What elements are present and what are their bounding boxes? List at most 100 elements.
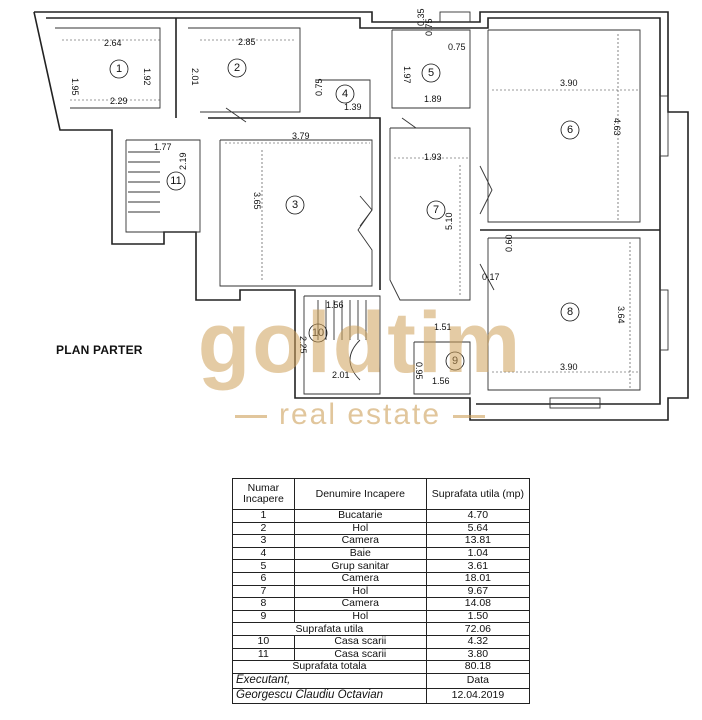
cell-name: Grup sanitar (293, 559, 427, 573)
cell-area: 3.80 (425, 647, 531, 662)
dim-label: 2.85 (238, 37, 256, 47)
cell-name: Casa scarii (293, 647, 427, 662)
cell-num: 6 (232, 571, 295, 586)
cell-area: 1.50 (425, 609, 531, 624)
dim-label: 2.64 (104, 38, 122, 48)
room-number: 8 (567, 306, 573, 318)
dim-label: 0.35 (416, 8, 426, 26)
dim-label: 0.95 (414, 362, 424, 380)
dim-label: 0.60 (504, 234, 514, 252)
cell-area: 5.64 (425, 521, 531, 536)
dim-label: 0.75 (314, 78, 324, 96)
dim-label: 2.25 (298, 336, 308, 354)
cell-area: 9.67 (425, 584, 531, 599)
dim-label: 0.17 (482, 272, 500, 282)
cell-num: 9 (232, 609, 295, 624)
cell-name: Baie (293, 546, 427, 561)
room-number: 1 (116, 63, 122, 75)
cell-num: 11 (232, 647, 295, 662)
room-number: 5 (428, 67, 434, 79)
dim-label: 0.75 (424, 18, 434, 36)
room-number: 6 (567, 124, 573, 136)
dim-label: 2.19 (178, 152, 188, 170)
cell-num: 7 (232, 584, 295, 599)
dim-label: 0.75 (448, 42, 466, 52)
dim-label: 4.63 (612, 118, 622, 136)
dim-label: 1.51 (434, 322, 452, 332)
dim-label: 3.64 (616, 306, 626, 324)
cell-num: 2 (232, 521, 295, 536)
dim-label: 1.77 (154, 142, 172, 152)
room-number: 3 (292, 199, 298, 211)
room-number: 11 (170, 175, 181, 187)
header-num: Numar Incapere (232, 478, 295, 510)
cell-area: 4.32 (425, 634, 531, 649)
cell-area: 14.08 (425, 597, 531, 611)
room-number: 2 (234, 62, 240, 74)
dim-label: 2.01 (332, 370, 350, 380)
room-number: 9 (452, 355, 458, 367)
room-number: 7 (433, 204, 439, 216)
cell-name: Hol (293, 521, 427, 536)
plan-title: PLAN PARTER (56, 343, 143, 357)
cell-area: 18.01 (425, 571, 531, 586)
header-name: Denumire Incapere (293, 478, 427, 510)
room-area-table: Numar Incapere Denumire Incapere Suprafa… (232, 478, 531, 704)
stairs-11 (128, 151, 160, 213)
stairs-10 (317, 300, 367, 381)
cell-name: Camera (293, 571, 427, 586)
cell-num: 10 (232, 634, 295, 649)
dim-label: 1.89 (424, 94, 442, 104)
cell-area: 4.70 (425, 509, 531, 523)
date-value: 12.04.2019 (425, 687, 531, 704)
dim-label: 3.65 (252, 192, 262, 210)
cell-name: Camera (293, 534, 427, 548)
total-value: 80.18 (425, 660, 531, 674)
dim-label: 1.95 (70, 78, 80, 96)
cell-name: Casa scarii (293, 634, 427, 649)
cell-area: 13.81 (425, 534, 531, 548)
header-area: Suprafata utila (mp) (425, 478, 531, 510)
outer-wall (33, 11, 689, 421)
cell-name: Hol (293, 584, 427, 599)
cell-area: 1.04 (425, 546, 531, 561)
dim-label: 1.56 (326, 300, 344, 310)
date-label: Data (425, 672, 531, 689)
watermark-logo: goldtim (197, 295, 523, 391)
dim-label: 1.56 (432, 376, 450, 386)
dim-label: 5.10 (444, 212, 454, 230)
cell-num: 5 (232, 559, 295, 573)
dim-label: 2.29 (110, 96, 128, 106)
cell-num: 1 (232, 509, 295, 523)
executant-name: Georgescu Claudiu Octavian (232, 687, 427, 704)
total-label: Suprafata totala (232, 660, 427, 674)
room-number: 10 (312, 327, 324, 339)
cell-num: 3 (232, 534, 295, 548)
dim-label: 1.93 (424, 152, 442, 162)
dim-label: 1.92 (142, 68, 152, 86)
dim-label: 2.01 (190, 68, 200, 86)
watermark-tagline: real estate (170, 398, 550, 432)
subtotal-label: Suprafata utila (232, 622, 427, 636)
cell-area: 3.61 (425, 559, 531, 573)
cell-num: 8 (232, 597, 295, 611)
cell-name: Hol (293, 609, 427, 624)
cell-name: Camera (293, 597, 427, 611)
room-number: 4 (342, 88, 348, 100)
dim-label: 3.79 (292, 131, 310, 141)
cell-num: 4 (232, 546, 295, 561)
subtotal-value: 72.06 (425, 622, 531, 636)
dim-label: 1.97 (402, 66, 412, 84)
executant-label: Executant, (232, 672, 427, 689)
